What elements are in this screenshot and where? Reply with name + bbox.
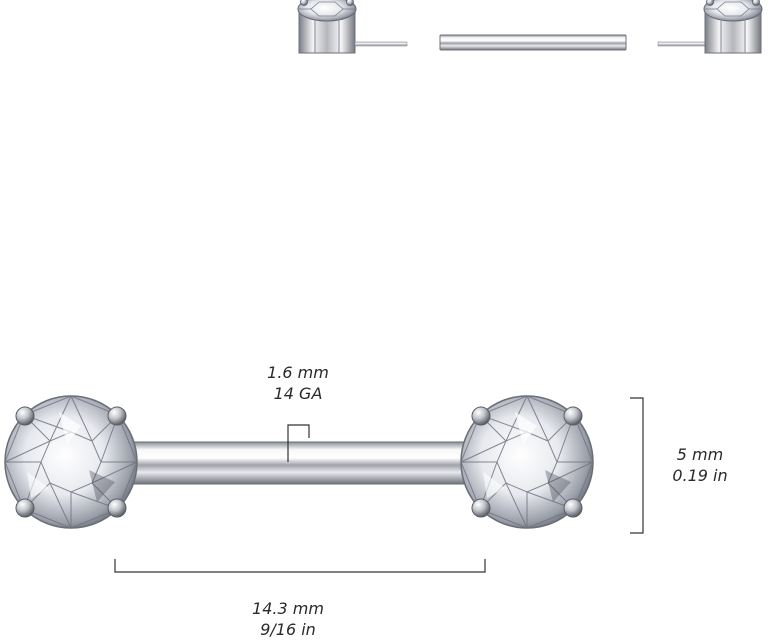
ball-inch: 0.19 in (672, 466, 728, 485)
assembled-barbell (4, 395, 594, 529)
left-gem-head-top (297, 0, 408, 54)
gauge-ga: 14 GA (273, 384, 323, 403)
length-bracket (114, 559, 486, 573)
left-gem (4, 395, 138, 529)
length-label: 14.3 mm 9/16 in (218, 598, 358, 640)
gauge-indicator-line (287, 424, 310, 462)
barbell-shaft (119, 441, 491, 485)
length-mm: 14.3 mm (252, 599, 324, 618)
ball-size-label: 5 mm 0.19 in (652, 444, 748, 486)
gauge-mm: 1.6 mm (267, 363, 329, 382)
length-inch: 9/16 in (260, 620, 316, 639)
ball-size-bracket (630, 397, 644, 534)
right-gem (460, 395, 594, 529)
ball-mm: 5 mm (676, 445, 724, 464)
right-gem-head-top (657, 0, 763, 54)
exploded-parts (297, 0, 763, 54)
threadless-bar-top (439, 34, 627, 51)
gauge-label: 1.6 mm 14 GA (228, 362, 368, 404)
